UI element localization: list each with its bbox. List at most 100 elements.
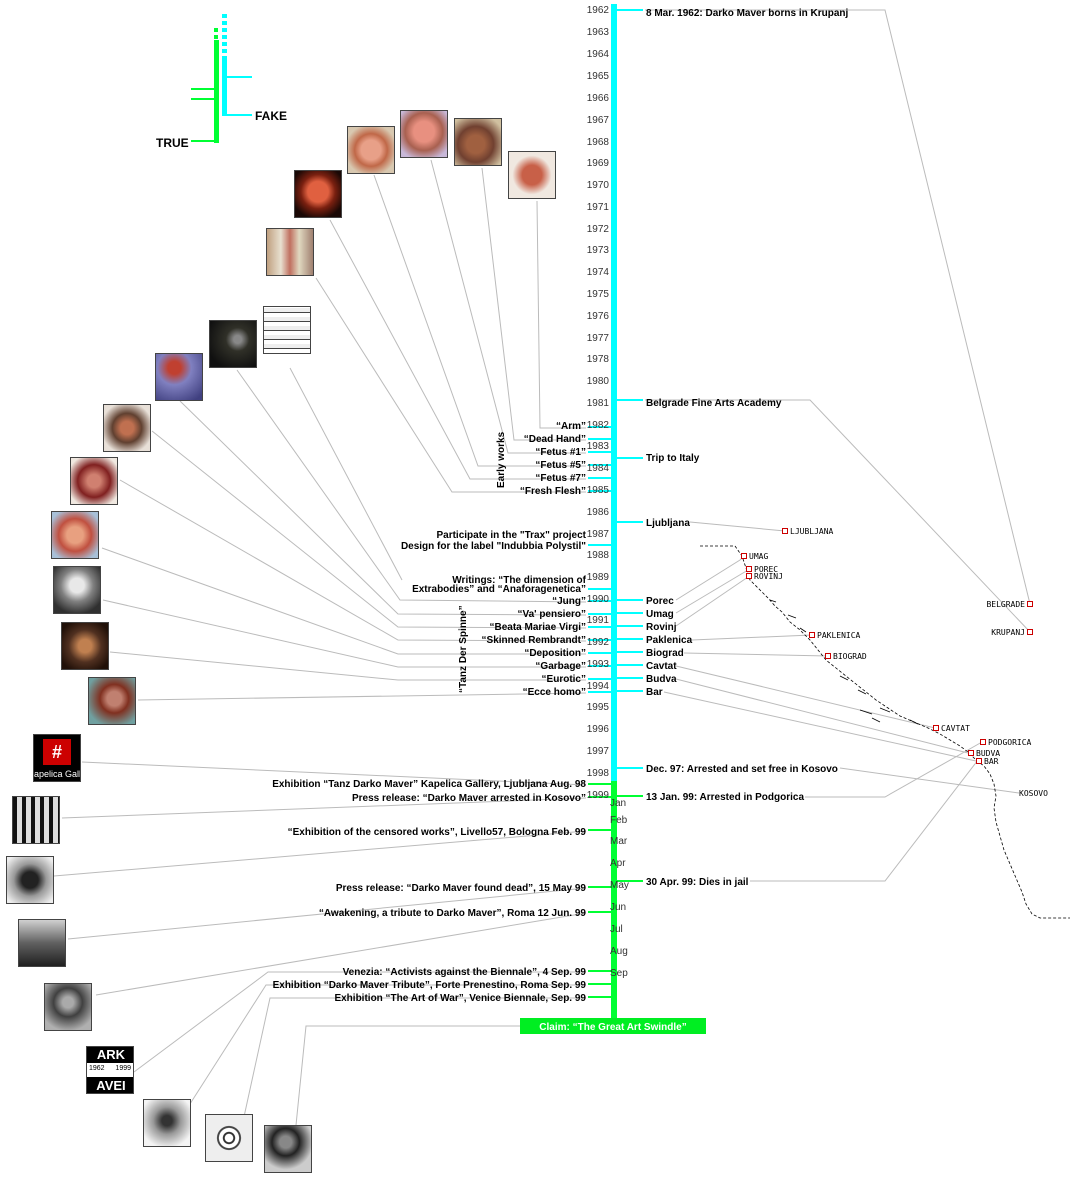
connector-line — [180, 984, 586, 1119]
connector-line — [179, 400, 587, 616]
year-label: 1993 — [587, 659, 610, 670]
right-event-label: 8 Mar. 1962: Darko Maver borns in Krupan… — [646, 8, 849, 19]
left-event-label: Participate in the "Trax" project — [436, 530, 586, 541]
month-label: Apr — [610, 858, 626, 869]
month-label: Jul — [610, 924, 623, 935]
left-event-label: “Dead Hand” — [524, 434, 586, 445]
thumb-dark-figure — [209, 320, 257, 368]
right-event-label: Umag — [646, 609, 674, 620]
left-event-label: “Beata Mariae Virgi” — [489, 622, 586, 633]
map-marker — [980, 739, 986, 745]
kapelica-text: apelica Galle — [34, 769, 81, 779]
connector-line — [750, 759, 979, 882]
thumb-seal — [205, 1114, 253, 1162]
connector-line — [102, 599, 586, 668]
year-label: 1997 — [587, 746, 610, 757]
map-marker — [809, 632, 815, 638]
logo-year2: 1999 — [115, 1065, 131, 1072]
left-event-label: “Va' pensiero” — [517, 609, 586, 620]
map-city-label: BUDVA — [976, 749, 1000, 758]
year-label: 1992 — [587, 637, 610, 648]
logo-avei: AVEI — [87, 1077, 133, 1093]
map-city-label: PAKLENICA — [817, 631, 861, 640]
left-event-label: Exhibition “Tanz Darko Maver” Kapelica G… — [272, 779, 586, 790]
thumb-awakening — [18, 919, 66, 967]
map-marker — [1027, 629, 1033, 635]
connector-line — [137, 692, 587, 701]
claim-box: Claim: “The Great Art Swindle” — [520, 1018, 706, 1034]
right-event-label: Budva — [646, 674, 677, 685]
early-works-label: Early works — [496, 431, 507, 488]
map-marker — [968, 750, 974, 756]
right-event-label: Belgrade Fine Arts Academy — [646, 398, 782, 409]
map-marker — [825, 653, 831, 659]
left-event-label: “Fetus #5” — [535, 460, 586, 471]
year-label: 1995 — [587, 702, 610, 713]
connector-line — [839, 767, 1020, 794]
left-event-label: “Deposition” — [524, 648, 586, 659]
month-label: Jan — [610, 798, 626, 809]
map-city-label: PODGORICA — [988, 738, 1032, 747]
right-event-label: Bar — [646, 687, 663, 698]
right-event-label: 13 Jan. 99: Arrested in Podgorica — [646, 792, 804, 803]
connector-line — [329, 219, 586, 480]
legend: TRUE FAKE — [156, 14, 287, 150]
logo-year1: 1962 — [89, 1065, 105, 1072]
connector-line — [95, 912, 587, 996]
logo-ark: ARK — [87, 1047, 133, 1063]
thumb-ritual — [103, 404, 151, 452]
connector-line — [133, 971, 586, 1073]
month-label: Jun — [610, 902, 626, 913]
map-marker — [746, 573, 752, 579]
left-event-label: “Jung” — [552, 596, 586, 607]
connector-line — [315, 277, 586, 493]
month-label: Feb — [610, 815, 628, 826]
year-label: 1976 — [587, 311, 610, 322]
map-marker — [741, 553, 747, 559]
thumb-prison-bars — [12, 796, 60, 844]
year-label: 1964 — [587, 49, 610, 60]
connector-line — [805, 741, 983, 798]
connector-line — [691, 634, 813, 641]
connector-line — [675, 569, 749, 614]
map-city-label: UMAG — [749, 552, 768, 561]
year-label: 1977 — [587, 333, 610, 344]
left-event-label: “Fresh Flesh” — [520, 486, 586, 497]
connector-line — [683, 652, 829, 657]
year-label: 1973 — [587, 245, 610, 256]
year-label: 1974 — [587, 267, 610, 278]
year-label: 1984 — [587, 463, 610, 474]
thumb-sheet-music — [263, 306, 311, 354]
thumb-deposition — [61, 622, 109, 670]
timeline-bar-true — [611, 781, 617, 1021]
thumb-red-body — [70, 457, 118, 505]
thumb-baby-2 — [400, 110, 448, 158]
right-event-label: Rovinj — [646, 622, 677, 633]
connector-line — [239, 997, 586, 1136]
year-label: 1988 — [587, 550, 610, 561]
left-event-label: “Arm” — [556, 421, 586, 432]
thumb-portrait — [264, 1125, 312, 1173]
left-event-label: “Awakening, a tribute to Darko Maver”, R… — [319, 908, 587, 919]
map-marker — [976, 758, 982, 764]
year-label: 1999 — [587, 790, 610, 801]
year-label: 1982 — [587, 420, 610, 431]
thumb-flesh-legs — [266, 228, 314, 276]
right-event-label: Dec. 97: Arrested and set free in Kosovo — [646, 764, 838, 775]
map-coastline — [700, 545, 1070, 919]
map-marker — [1027, 601, 1033, 607]
map-city-label: BELGRADE — [986, 600, 1025, 609]
left-event-label: Exhibition “Darko Maver Tribute”, Forte … — [273, 980, 587, 991]
connector-line — [67, 887, 587, 940]
left-event-label: Extrabodies” and “Anaforagenetica” — [412, 584, 586, 595]
thumb-hands — [454, 118, 502, 166]
thumb-fetus-pink — [294, 170, 342, 218]
thumb-kapelica: # apelica Galle — [33, 734, 81, 782]
right-event-label: Biograd — [646, 648, 684, 659]
right-event-label: Paklenica — [646, 635, 693, 646]
thumb-graffiti — [6, 856, 54, 904]
year-label: 1968 — [587, 137, 610, 148]
year-label: 1970 — [587, 180, 610, 191]
claim-text: Claim: “The Great Art Swindle” — [539, 1022, 686, 1033]
